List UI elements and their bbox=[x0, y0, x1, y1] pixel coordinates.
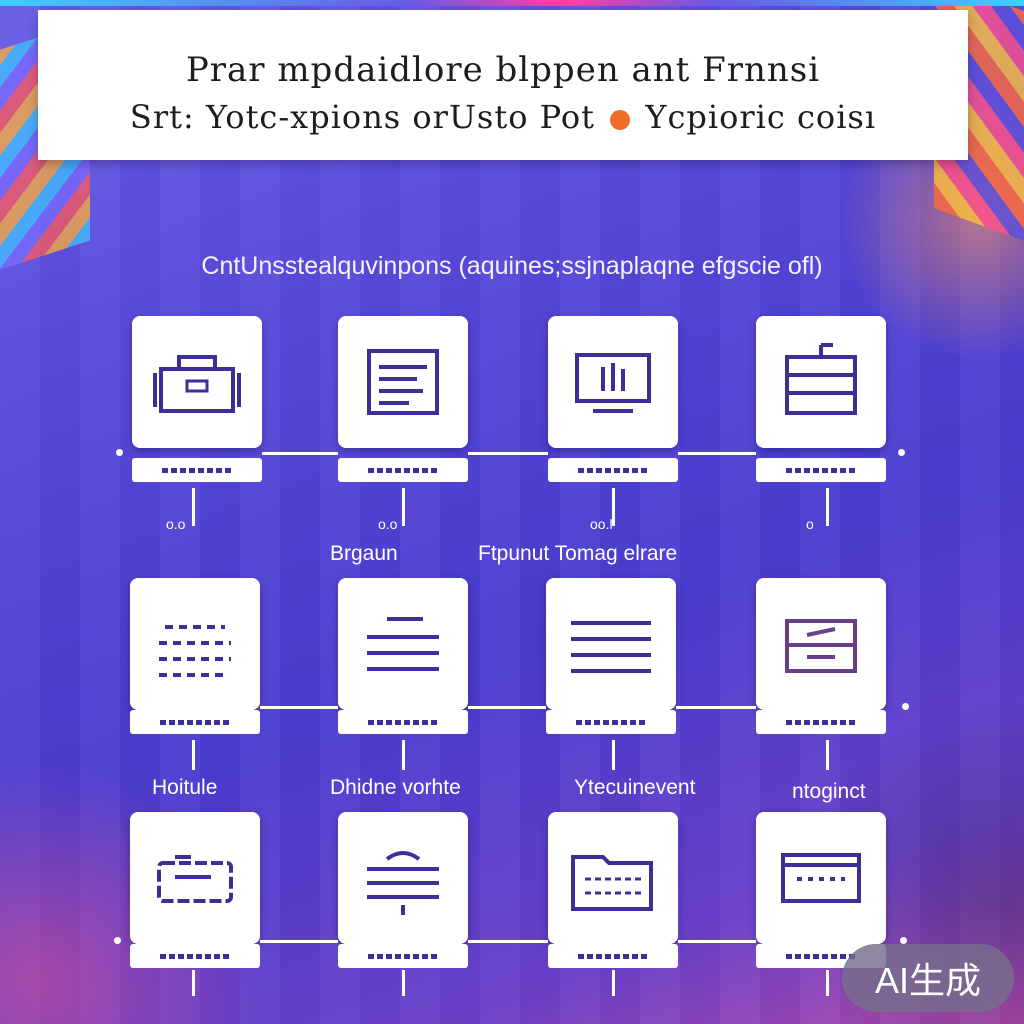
node-label-bar-6 bbox=[338, 710, 468, 734]
text-lines-icon bbox=[367, 617, 439, 671]
connector-v-r2-4 bbox=[826, 740, 829, 770]
small-label-2: o.o bbox=[378, 516, 398, 532]
connector-v-r2-2 bbox=[402, 740, 405, 770]
node-card-7[interactable] bbox=[546, 578, 676, 710]
server-rack-icon bbox=[785, 343, 857, 415]
connector-v-r3-2 bbox=[402, 970, 405, 996]
connector-end-dot bbox=[900, 937, 907, 944]
diagram-subtitle: CntUnsstealquvinpons (aquines;ssjnaplaqn… bbox=[201, 252, 823, 280]
connector-end-dot bbox=[116, 449, 123, 456]
node-label-bar-11 bbox=[548, 944, 678, 968]
connector-end-dot bbox=[898, 449, 905, 456]
connector-h-r3-1 bbox=[260, 940, 338, 943]
connector-h-r1-1 bbox=[262, 452, 338, 455]
dotted-grid-icon bbox=[159, 625, 231, 677]
connector-v-r1-2 bbox=[402, 488, 405, 526]
monitor-chart-icon bbox=[575, 353, 651, 413]
connector-h-r3-2 bbox=[468, 940, 548, 943]
node-card-12[interactable] bbox=[756, 812, 886, 944]
stacked-lines-icon bbox=[367, 851, 439, 915]
top-accent-bar bbox=[0, 0, 1024, 6]
node-card-3[interactable] bbox=[548, 316, 678, 448]
connector-h-r3-3 bbox=[678, 940, 756, 943]
connector-end-dot bbox=[114, 937, 121, 944]
node-card-6[interactable] bbox=[338, 578, 468, 710]
node-label-bar-7 bbox=[546, 710, 676, 734]
connector-h-r1-2 bbox=[468, 452, 548, 455]
connector-h-r2-1 bbox=[260, 706, 338, 709]
node-card-8[interactable] bbox=[756, 578, 886, 710]
node-label-bar-9 bbox=[130, 944, 260, 968]
row3-label-d: ntoginct bbox=[792, 780, 866, 803]
connector-v-r2-3 bbox=[612, 740, 615, 770]
connector-h-r2-2 bbox=[468, 706, 546, 709]
connector-v-r1-4 bbox=[826, 488, 829, 526]
folder-chart-icon bbox=[571, 855, 653, 911]
connector-v-r2-1 bbox=[192, 740, 195, 770]
connector-end-dot bbox=[902, 703, 909, 710]
connector-h-r2-3 bbox=[676, 706, 756, 709]
connector-v-r1-1 bbox=[192, 488, 195, 526]
node-label-bar-3 bbox=[548, 458, 678, 482]
node-card-1[interactable] bbox=[132, 316, 262, 448]
list-document-icon bbox=[571, 621, 651, 673]
node-card-9[interactable] bbox=[130, 812, 260, 944]
ai-generated-badge: AI生成 bbox=[842, 944, 1014, 1012]
connector-v-r3-4 bbox=[826, 970, 829, 996]
tray-box-icon bbox=[785, 619, 857, 673]
node-label-bar-2 bbox=[338, 458, 468, 482]
node-card-5[interactable] bbox=[130, 578, 260, 710]
header-line2-after: Ycpioric coisı bbox=[645, 98, 877, 136]
node-label-bar-4 bbox=[756, 458, 886, 482]
header-title-line2: Srt: Yotc-xpions orUsto Pot Ycpioric coi… bbox=[38, 98, 968, 136]
row3-label-b: Dhidne vorhte bbox=[330, 776, 461, 799]
connector-h-r1-3 bbox=[678, 452, 756, 455]
node-card-4[interactable] bbox=[756, 316, 886, 448]
header-title-line1: Prar mpdaidlore blppen ant Frnnsi bbox=[185, 50, 821, 90]
node-card-11[interactable] bbox=[548, 812, 678, 944]
row3-label-a: Hoitule bbox=[152, 776, 218, 799]
small-label-3: oo.l bbox=[590, 516, 613, 532]
header-line2-before: Srt: Yotc-xpions orUsto Pot bbox=[129, 98, 595, 136]
row2-label-b: Ftpunut Tomag elrare bbox=[478, 542, 678, 565]
connector-v-r1-3 bbox=[612, 488, 615, 526]
node-label-bar-8 bbox=[756, 710, 886, 734]
node-card-10[interactable] bbox=[338, 812, 468, 944]
card-icon bbox=[157, 855, 233, 903]
row2-label-a: Brgaun bbox=[330, 542, 398, 565]
display-panel-icon bbox=[781, 853, 861, 903]
node-label-bar-5 bbox=[130, 710, 260, 734]
connector-v-r3-1 bbox=[192, 970, 195, 996]
connector-v-r3-3 bbox=[612, 970, 615, 996]
small-label-4: o bbox=[806, 516, 814, 532]
node-label-bar-10 bbox=[338, 944, 468, 968]
node-card-2[interactable] bbox=[338, 316, 468, 448]
header-card: Prar mpdaidlore blppen ant Frnnsi Srt: Y… bbox=[38, 10, 968, 160]
document-list-icon bbox=[367, 349, 439, 415]
row3-label-c: Ytecuinevent bbox=[574, 776, 696, 799]
orange-dot-icon bbox=[610, 109, 631, 130]
briefcase-icon bbox=[153, 355, 241, 413]
node-label-bar-1 bbox=[132, 458, 262, 482]
small-label-1: o.o bbox=[166, 516, 186, 532]
